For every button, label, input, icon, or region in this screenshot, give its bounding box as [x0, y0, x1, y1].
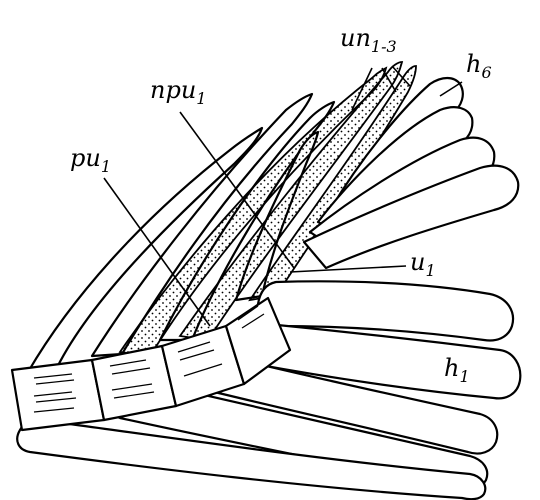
centrum-preural-2 — [92, 346, 176, 420]
label-u1: u1 — [410, 248, 436, 280]
label-h6: h6 — [466, 50, 492, 82]
label-npu1: npu1 — [150, 76, 206, 108]
leader-u1 — [290, 266, 406, 272]
label-pu1: pu1 — [70, 144, 111, 176]
label-un: un1-3 — [340, 24, 397, 56]
centrum-preural-3 — [12, 360, 104, 430]
